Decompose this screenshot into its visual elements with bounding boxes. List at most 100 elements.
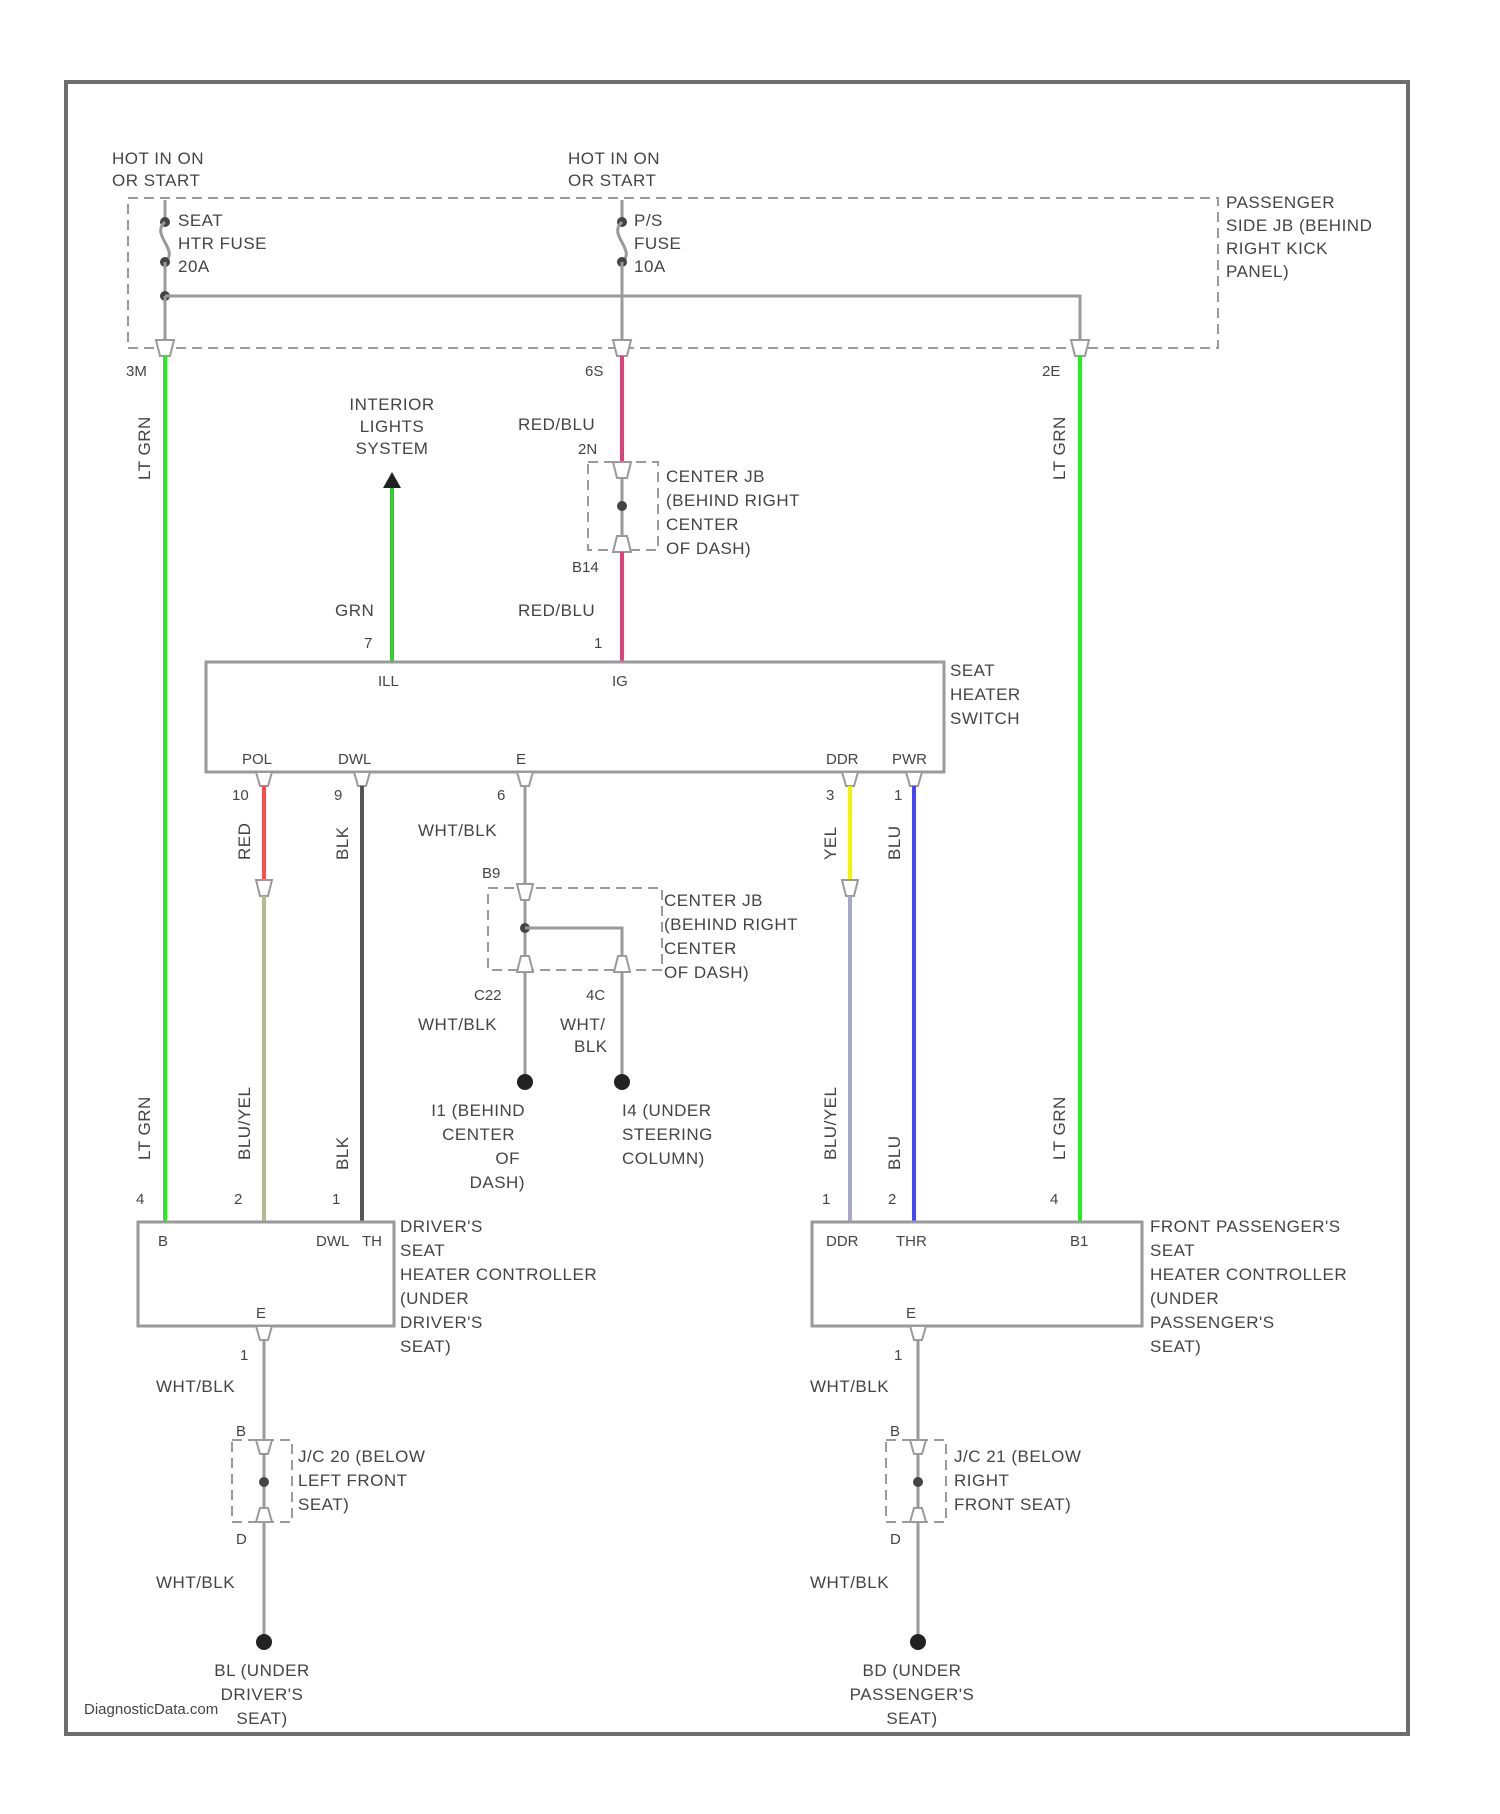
connector	[613, 340, 631, 356]
interior-lights-arrow	[383, 472, 401, 488]
pin-label: 1	[894, 787, 902, 804]
ground-point-i4	[614, 1074, 630, 1090]
terminal-ig: IG	[612, 673, 628, 690]
pin-label: 6	[497, 787, 505, 804]
pin-label: 2	[234, 1191, 242, 1208]
connector	[842, 880, 858, 896]
pin-label: 4	[136, 1191, 144, 1208]
pin-label: 1	[240, 1347, 248, 1364]
wire-label-grn: GRN	[335, 601, 374, 620]
wire-label-red-blu: RED/BLU	[518, 601, 595, 620]
pin-label: B	[236, 1423, 246, 1440]
connector	[910, 1440, 926, 1454]
pin-label: 7	[364, 635, 372, 652]
pin-label: 1	[894, 1347, 902, 1364]
pin-label: C22	[474, 987, 502, 1004]
connector	[517, 956, 533, 972]
connector	[354, 772, 370, 786]
wire-label-wht-blk: WHT/BLK	[418, 821, 497, 840]
terminal-b: B	[158, 1233, 168, 1250]
connector	[256, 880, 272, 896]
connector	[613, 536, 631, 552]
connector	[910, 1508, 926, 1522]
watermark: DiagnosticData.com	[84, 1701, 218, 1718]
connector	[156, 340, 174, 356]
terminal-ill: ILL	[378, 673, 399, 690]
wire-label-wht-blk: WHT/BLK	[560, 1015, 608, 1056]
terminal-pwr: PWR	[892, 751, 927, 768]
pin-label: 4	[1050, 1191, 1058, 1208]
wire-label-wht-blk: WHT/BLK	[810, 1377, 889, 1396]
connector	[517, 884, 533, 900]
connector	[256, 1440, 272, 1454]
wire-label-wht-blk: WHT/BLK	[418, 1015, 497, 1034]
wire-label-blu-yel: BLU/YEL	[821, 1087, 840, 1160]
pin-label: 10	[232, 787, 249, 804]
terminal-e: E	[906, 1305, 916, 1322]
connector	[256, 1508, 272, 1522]
pin-label: 2	[888, 1191, 896, 1208]
terminal-pol: POL	[242, 751, 272, 768]
wire-label-blk: BLK	[333, 826, 352, 860]
pin-label: 9	[334, 787, 342, 804]
connector	[613, 462, 631, 478]
wire-label-blu: BLU	[885, 825, 904, 860]
connector	[842, 772, 858, 786]
passenger-side-jb-outline	[128, 198, 1218, 348]
ground-point-i1	[517, 1074, 533, 1090]
pin-label: B14	[572, 559, 599, 576]
terminal-e: E	[256, 1305, 266, 1322]
terminal-ddr: DDR	[826, 751, 859, 768]
wire-label-lt-grn: LT GRN	[135, 1096, 154, 1160]
pin-label: 2E	[1042, 363, 1060, 380]
pin-label: 2N	[578, 441, 597, 458]
wire-label-yel: YEL	[821, 826, 840, 860]
wire-label-wht-blk: WHT/BLK	[810, 1573, 889, 1592]
splice-dot	[259, 1477, 269, 1487]
passenger-seat-heater-controller	[812, 1222, 1142, 1326]
wire-label-lt-grn: LT GRN	[135, 416, 154, 480]
terminal-dwl: DWL	[338, 751, 371, 768]
pin-label: 1	[332, 1191, 340, 1208]
wire-label-red-blu: RED/BLU	[518, 415, 595, 434]
pin-label: D	[890, 1531, 901, 1548]
pin-label: D	[236, 1531, 247, 1548]
wire-label-blu: BLU	[885, 1135, 904, 1170]
pin-label: 6S	[585, 363, 603, 380]
pin-label: 1	[822, 1191, 830, 1208]
seat-heater-fuse	[161, 222, 170, 262]
connector	[1071, 340, 1089, 356]
ps-fuse	[618, 222, 627, 262]
connector	[256, 1326, 272, 1340]
pin-label: 3M	[126, 363, 147, 380]
wire-label-red: RED	[235, 823, 254, 860]
wire-label-blu-yel: BLU/YEL	[235, 1087, 254, 1160]
pin-label: B	[890, 1423, 900, 1440]
wire-label-lt-grn: LT GRN	[1050, 1096, 1069, 1160]
terminal-b1: B1	[1070, 1233, 1088, 1250]
connector	[910, 1326, 926, 1340]
connector	[517, 772, 533, 786]
connector	[256, 772, 272, 786]
pin-label: 1	[594, 635, 602, 652]
pin-label: 3	[826, 787, 834, 804]
wire-label-blk: BLK	[333, 1136, 352, 1170]
splice-dot	[617, 501, 627, 511]
ground-point-bl	[256, 1634, 272, 1650]
terminal-thr: THR	[896, 1233, 927, 1250]
